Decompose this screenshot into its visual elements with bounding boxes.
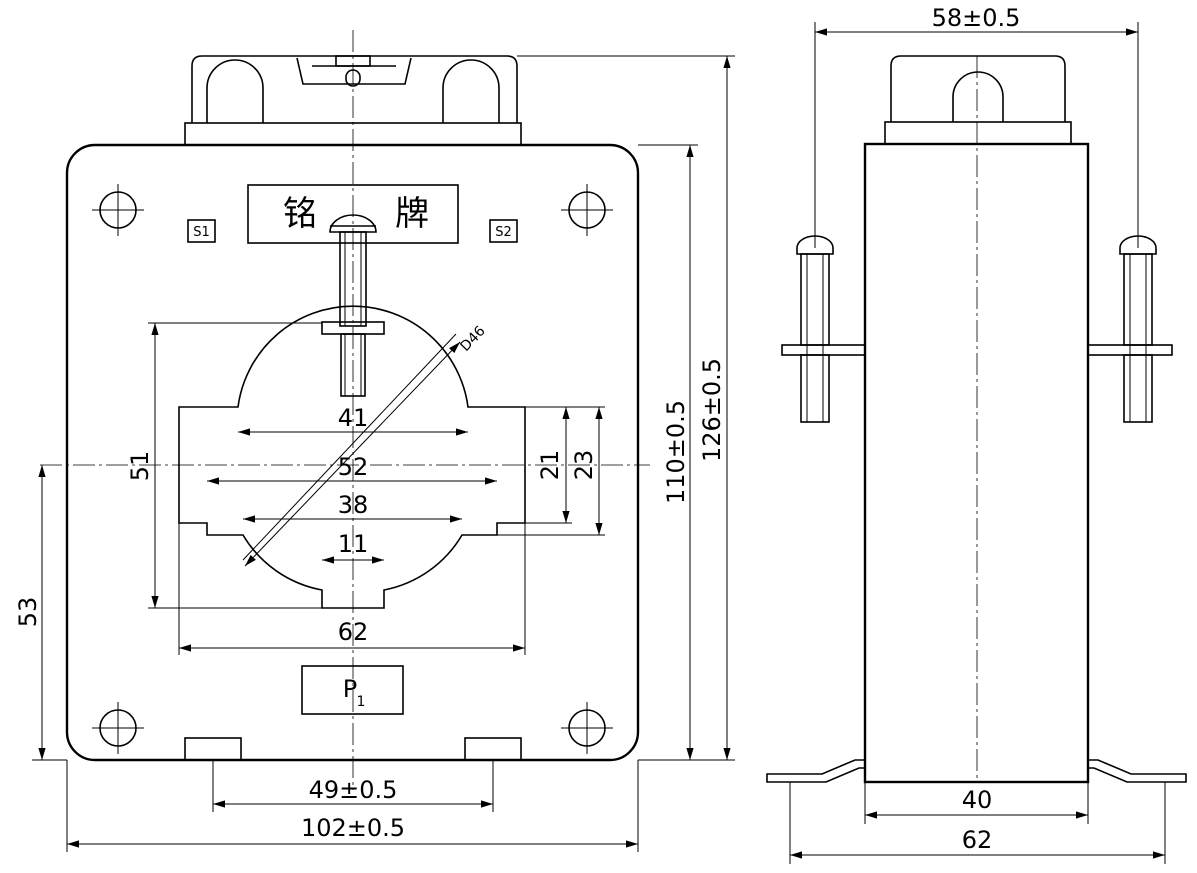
dim-126: 126±0.5 (698, 358, 726, 462)
dim-49: 49±0.5 (309, 776, 398, 804)
dim-11: 11 (338, 530, 369, 558)
front-view: 铭 牌 S1 S2 D46 (40, 30, 650, 790)
dim-110: 110±0.5 (662, 400, 690, 504)
dim-62-window: 62 (338, 618, 369, 646)
dim-58: 58±0.5 (932, 4, 1021, 32)
terminal-p1-label: P (343, 675, 357, 703)
dim-102: 102±0.5 (301, 814, 405, 842)
diameter-label: D46 (457, 323, 488, 355)
dim-40: 40 (962, 786, 993, 814)
dim-21: 21 (536, 450, 564, 481)
terminal-s2-label: S2 (495, 225, 512, 240)
front-body (65, 143, 640, 762)
nameplate-char-right: 牌 (395, 194, 429, 234)
nameplate-char-left: 铭 (283, 194, 317, 234)
dim-51: 51 (126, 451, 154, 482)
dim-23: 23 (570, 450, 598, 481)
side-view (766, 55, 1187, 784)
dim-53: 53 (14, 597, 42, 628)
dim-41: 41 (338, 404, 369, 432)
dim-52: 52 (338, 453, 369, 481)
side-body (863, 142, 1090, 784)
dim-62-side: 62 (962, 826, 993, 854)
side-dimensions: 58±0.5 40 62 (789, 4, 1166, 864)
mounting-holes (92, 184, 613, 754)
front-dimensions: 41 52 38 11 62 51 21 23 110±0.5 12 (14, 55, 735, 852)
terminal-s1-label: S1 (193, 225, 210, 240)
side-bolt-left (796, 235, 834, 423)
terminal-p1-subscript: 1 (357, 694, 366, 710)
dim-38: 38 (338, 491, 369, 519)
side-bolt-right (1119, 235, 1157, 423)
